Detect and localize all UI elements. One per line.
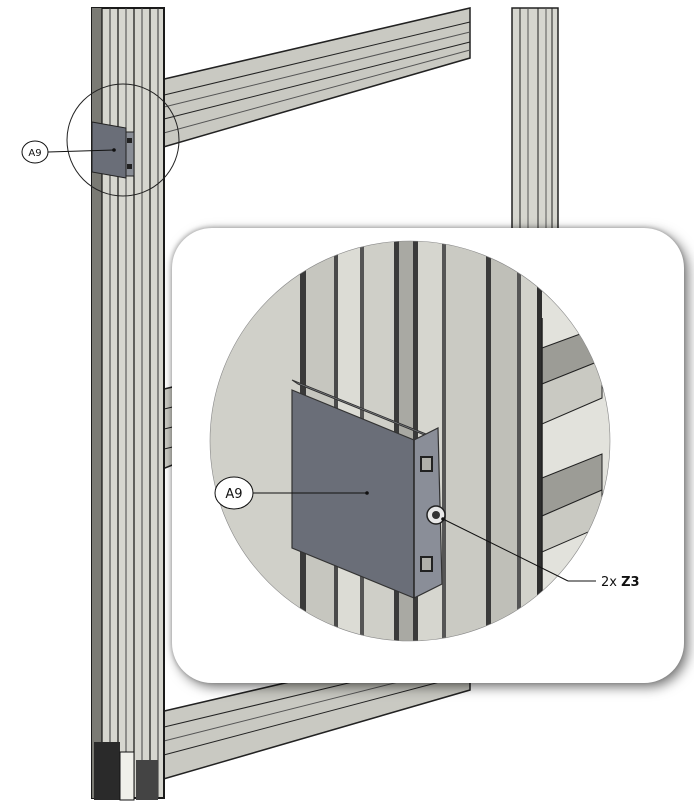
detail-view-drawing: A9 2x Z3 [209, 240, 640, 642]
detail-circle-outline [209, 240, 611, 642]
detail-callout-a9: A9 [214, 476, 369, 510]
detail-zoom-circle [66, 83, 180, 197]
detail-callout-z3: 2x Z3 [441, 517, 640, 590]
fastener-callout-label: 2x Z3 [601, 575, 640, 590]
overview-callout: A9 [21, 140, 116, 164]
overview-callout-label: A9 [28, 148, 41, 159]
detail-callout-a9-label: A9 [225, 487, 242, 502]
detail-bracket-a9 [291, 379, 446, 599]
upper-crossbeam [159, 7, 471, 149]
